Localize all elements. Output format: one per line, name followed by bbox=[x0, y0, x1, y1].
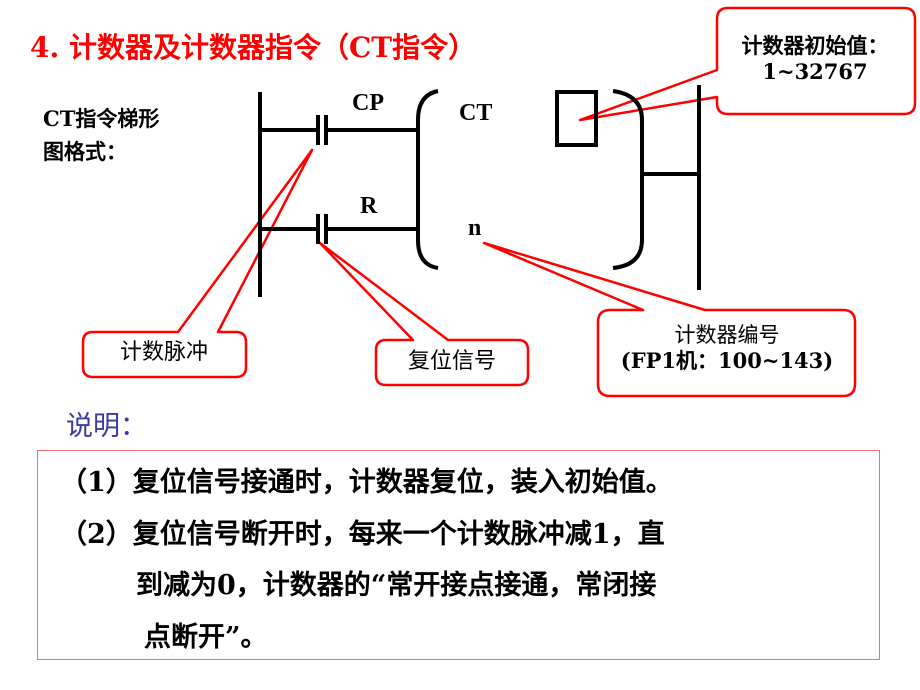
counter-number-label: n bbox=[468, 215, 482, 241]
instruction-left-bracket bbox=[416, 89, 439, 270]
callout-reset-signal bbox=[318, 241, 530, 387]
callout-initial-value-text: 计数器初始值： 1~32767 bbox=[712, 33, 918, 85]
slide-title: 4. 计数器及计数器指令（CT指令） bbox=[30, 31, 477, 64]
format-label-line-1: CT指令梯形 bbox=[43, 106, 160, 131]
callout-counter-number-text: 计数器编号 (FP1机：100~143) bbox=[598, 322, 856, 374]
instruction-right-bracket bbox=[612, 89, 644, 270]
explanation-item-2-line-2: 到减为0，计数器的“常开接点接通，常闭接 bbox=[136, 570, 657, 601]
explanation-item-1: （1）复位信号接通时，计数器复位，装入初始值。 bbox=[60, 467, 673, 498]
callout-count-pulse-text: 计数脉冲 bbox=[119, 340, 208, 365]
callout-counter-number bbox=[482, 241, 857, 398]
callout-initial-value-line-1: 计数器初始值： bbox=[741, 33, 889, 58]
format-label: CT指令梯形 图格式： bbox=[43, 102, 159, 168]
format-label-line-2: 图格式： bbox=[43, 139, 127, 164]
explanation-item-2-line-1: （2）复位信号断开时，每来一个计数脉冲减1，直 bbox=[60, 519, 665, 550]
contact-r-label: R bbox=[360, 193, 378, 219]
contact-cp-label: CP bbox=[352, 90, 384, 116]
callout-initial-value-line-2: 1~32767 bbox=[762, 59, 868, 84]
explanation-box bbox=[37, 450, 880, 660]
callout-counter-number-line-2: (FP1机：100~143) bbox=[620, 348, 834, 373]
callout-counter-number-line-1: 计数器编号 bbox=[674, 323, 780, 347]
callout-count-pulse bbox=[81, 148, 314, 379]
explanation-item-2-line-3: 点断开”。 bbox=[144, 622, 268, 653]
callout-reset-signal-text: 复位信号 bbox=[407, 349, 496, 374]
instruction-ct-label: CT bbox=[459, 100, 493, 126]
callout-initial-value bbox=[578, 6, 917, 122]
preset-value-box bbox=[555, 90, 598, 147]
explanation-heading: 说明： bbox=[66, 411, 147, 442]
